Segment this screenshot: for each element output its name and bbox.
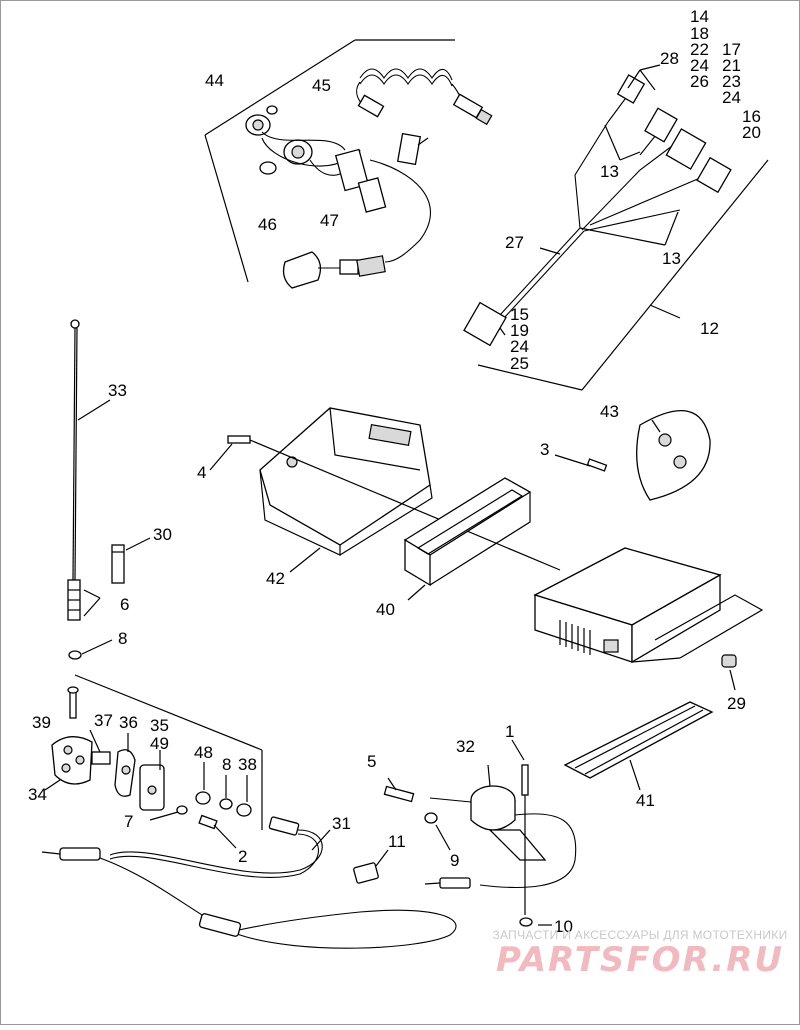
radio-unit [533,547,764,691]
trim-bezel [403,477,532,601]
callout-11: 11 [388,832,406,851]
callout-18: 18 [690,24,709,43]
radio-bracket [209,407,561,573]
callout-2: 2 [238,847,247,866]
callout-29: 29 [727,694,746,713]
watermark-tagline: ЗАПЧАСТИ И АКСЕССУАРЫ ДЛЯ МОТОТЕХНИКИ [492,928,788,942]
callout-24-a: 24 [690,56,709,75]
callout-23: 23 [722,72,741,91]
callout-42: 42 [266,569,285,588]
callout-10: 10 [554,917,573,936]
callout-30: 30 [153,525,172,544]
callout-48: 48 [194,743,213,762]
callout-47: 47 [320,211,339,230]
callout-14: 14 [690,7,709,26]
callout-16: 16 [742,107,761,126]
callout-27: 27 [505,233,524,252]
callout-44: 44 [205,71,224,90]
headset-assembly [245,68,493,289]
slide-rail [563,701,714,791]
callout-8-a: 8 [118,629,127,648]
callout-5: 5 [367,752,376,771]
group-outline-harness [477,159,769,391]
callout-15: 15 [510,305,529,324]
callout-8-b: 8 [222,755,231,774]
callout-41: 41 [636,791,655,810]
callout-25: 25 [510,354,529,373]
callout-43: 43 [600,402,619,421]
callout-24-c: 24 [510,337,529,356]
callout-6: 6 [120,595,129,614]
watermark-logo: PARTSFOR.RU [495,940,785,980]
callout-26: 26 [690,72,709,91]
callout-1: 1 [505,722,514,741]
antenna-mast [67,319,151,719]
callout-49: 49 [150,734,169,753]
callout-13-a: 13 [600,162,619,181]
callout-37: 37 [94,711,113,730]
callout-45: 45 [312,76,331,95]
group-outline-antenna [74,674,263,830]
callout-34: 34 [28,785,47,804]
callout-40: 40 [376,600,395,619]
callout-21: 21 [722,56,741,75]
antenna-mount [44,729,252,849]
callout-3: 3 [540,440,549,459]
callout-labels: 44 45 46 47 14 18 22 24 26 28 17 21 23 2… [28,7,761,936]
callout-12: 12 [700,319,719,338]
callout-17: 17 [722,40,741,59]
callout-20: 20 [742,123,761,142]
callout-13-b: 13 [662,249,681,268]
callout-36: 36 [119,713,138,732]
ground-coil-assembly [353,739,577,927]
callout-7: 7 [124,812,133,831]
callout-22: 22 [690,40,709,59]
wiring-harness [463,64,732,347]
callout-9: 9 [450,851,459,870]
callout-35: 35 [150,716,169,735]
callout-32: 32 [456,737,475,756]
callout-38: 38 [238,755,257,774]
speaker [554,410,711,501]
callout-28: 28 [660,49,679,68]
callout-46: 46 [258,215,277,234]
antenna-cable [41,816,457,949]
callout-24-b: 24 [722,88,741,107]
callout-19: 19 [510,321,529,340]
group-outline-headset [204,39,455,283]
callout-4: 4 [197,463,206,482]
callout-31: 31 [332,814,351,833]
callout-39: 39 [32,713,51,732]
callout-33: 33 [108,381,127,400]
